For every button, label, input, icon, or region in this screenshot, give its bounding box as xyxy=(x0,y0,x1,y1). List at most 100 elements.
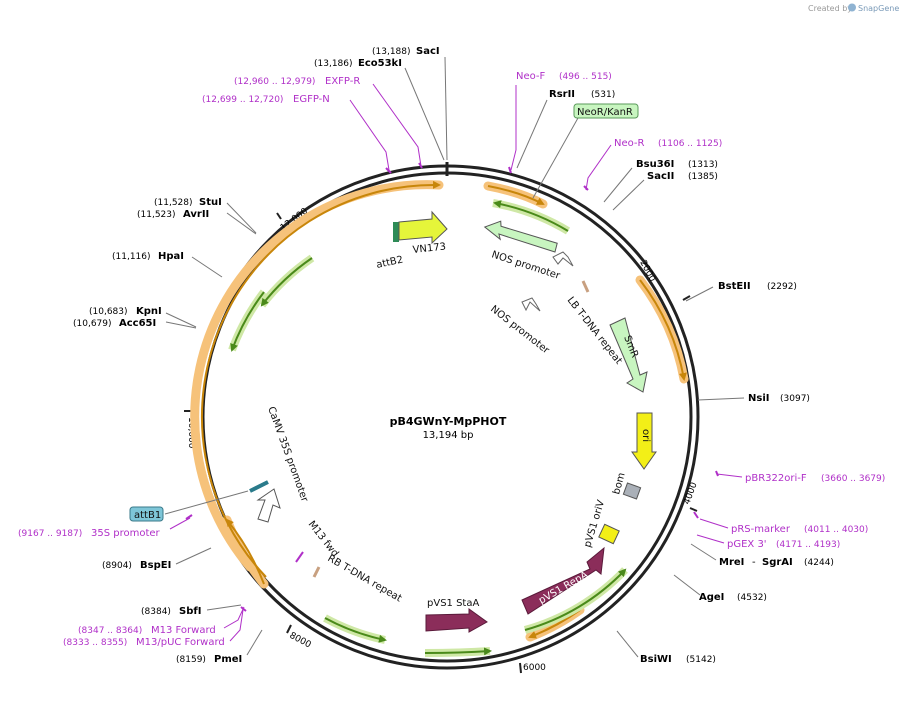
enzyme-stui-pos: (11,528) xyxy=(154,198,193,208)
enzyme-acc65i-pos: (10,679) xyxy=(73,319,112,329)
green-arc-left-glow xyxy=(228,289,268,352)
pvs1-oriv-label: pVS1 oriV xyxy=(582,499,607,549)
vn173-arrow xyxy=(398,210,448,245)
primer-egfpn-pos: (12,699 .. 12,720) xyxy=(202,95,283,105)
enzyme-nsii-name: NsiI xyxy=(748,393,769,404)
neof-leader xyxy=(510,85,517,171)
enzyme-leaders xyxy=(164,56,745,658)
bspei-leader xyxy=(175,547,212,565)
neor-mark xyxy=(583,185,589,191)
m13-mark xyxy=(240,606,247,612)
pvs1-staa-label: pVS1 StaA xyxy=(427,598,479,609)
attb1-inner-marker xyxy=(249,480,269,493)
enzyme-sacii-pos: (1385) xyxy=(688,172,718,182)
tick-4000-label: 4000 xyxy=(682,481,699,506)
enzyme-rsrii-name: RsrII xyxy=(549,89,575,100)
pvs1-oriv-box xyxy=(598,523,620,545)
neof-mark xyxy=(508,166,512,174)
orf-arc-right xyxy=(639,279,687,381)
primer-exfpr-name: EXFP-R xyxy=(325,76,360,87)
prsmarker-leader xyxy=(699,518,729,529)
credit-brand: SnapGene xyxy=(858,4,899,13)
egfpn-mark xyxy=(385,167,392,174)
enzyme-bsu36i-name: Bsu36I xyxy=(636,159,674,170)
primer-prsmarker-name: pRS-marker xyxy=(731,524,791,535)
enzyme-sgrai-name: SgrAI xyxy=(762,557,793,568)
attb2-label: attB2 xyxy=(375,255,404,271)
primer-labels: (12,960 .. 12,979) EXFP-R (12,699 .. 12,… xyxy=(18,71,885,648)
m13puc-leader xyxy=(229,609,244,642)
enzyme-acc65i-name: Acc65I xyxy=(119,318,156,329)
primer-m13puc-name: M13/pUC Forward xyxy=(136,637,225,648)
enzyme-sbfi-name: SbfI xyxy=(179,606,201,617)
primer-pgex3-name: pGEX 3' xyxy=(727,539,767,550)
primer-pbr322ori-pos: (3660 .. 3679) xyxy=(821,474,885,484)
exfpr-mark xyxy=(418,162,423,169)
green-arc-upperleft xyxy=(260,257,313,307)
nos-promoter-arrow xyxy=(483,220,558,253)
ori-arrow xyxy=(631,412,657,470)
eco53ki-leader xyxy=(404,67,445,161)
green-arc-lowerleft xyxy=(324,617,387,643)
enzyme-bspei-name: BspEI xyxy=(140,560,171,571)
m13-fwd-marker xyxy=(295,551,304,563)
primer-neof-pos: (496 .. 515) xyxy=(559,72,612,82)
m13-fwd-label: M13 fwd xyxy=(306,519,341,559)
enzyme-mrei-pos: (4244) xyxy=(804,558,834,568)
agei-leader xyxy=(673,574,701,596)
enzyme-bsteii-pos: (2292) xyxy=(767,282,797,292)
green-arc-top xyxy=(493,200,569,232)
neor-leader xyxy=(585,144,612,191)
primer-pgex3-pos: (4171 .. 4193) xyxy=(776,540,840,550)
neokan-label: NeoR/KanR xyxy=(577,107,633,118)
green-arc-bottomright xyxy=(524,568,627,631)
enzyme-bspei-pos: (8904) xyxy=(102,561,132,571)
primer-egfpn-name: EGFP-N xyxy=(293,94,330,105)
bsu36i-leader xyxy=(603,167,633,203)
primer-exfpr-pos: (12,960 .. 12,979) xyxy=(234,77,315,87)
ori-label: ori xyxy=(640,429,651,442)
nsii-leader xyxy=(697,397,745,401)
acc65i-leader xyxy=(165,321,197,329)
stui-leader xyxy=(226,202,257,234)
green-arc-bottom xyxy=(424,647,492,656)
attb1-label: attB1 xyxy=(134,510,161,521)
enzyme-avrii-name: AvrII xyxy=(183,209,209,220)
credit: Created by SnapGene xyxy=(808,3,899,13)
credit-prefix: Created by xyxy=(808,4,852,13)
bsiwi-leader xyxy=(616,630,639,658)
boxed-labels: NeoR/KanR attB1 xyxy=(129,103,639,522)
lb-repeat-marker xyxy=(581,280,590,293)
nos-promoter-label-1: NOS promoter xyxy=(490,249,562,282)
hpai-leader xyxy=(191,256,223,278)
enzyme-hpai-pos: (11,116) xyxy=(112,252,151,262)
primer-pbr322ori-name: pBR322ori-F xyxy=(745,473,807,484)
neokan-box xyxy=(573,103,639,119)
primer-leaders xyxy=(169,83,743,642)
green-arc-lowerleft-glow xyxy=(323,614,386,644)
sacii-leader xyxy=(612,179,645,211)
primer-m13puc-pos: (8333 .. 8355) xyxy=(63,638,127,648)
orf-arc-left xyxy=(200,180,441,578)
camv-arrow xyxy=(256,488,281,523)
rb-repeat-marker xyxy=(312,566,321,578)
primer-prsmarker-pos: (4011 .. 4030) xyxy=(804,525,868,535)
exfpr-leader xyxy=(372,83,422,167)
rb-repeat-label: RB T-DNA repeat xyxy=(326,553,404,604)
m13fwd-leader xyxy=(223,606,245,629)
primer-35s-name: 35S promoter xyxy=(91,528,161,539)
sacI-leader xyxy=(444,56,448,161)
smr-arrow xyxy=(609,317,648,393)
attb1-box xyxy=(129,506,164,522)
green-arc-upperleft-glow xyxy=(258,254,315,308)
enzyme-avrii-pos: (11,523) xyxy=(137,210,176,220)
nos-small-arrow-1 xyxy=(552,251,574,267)
prsmarker-mark xyxy=(693,511,699,519)
orf-arc-left-glow xyxy=(190,180,444,572)
sbfi-leader xyxy=(206,604,242,611)
map-title: pB4GWnY-MpPHOT xyxy=(390,415,507,428)
tick-2000-mark xyxy=(682,295,691,301)
green-arc-left xyxy=(230,291,265,352)
orf-arc-right-glow xyxy=(635,275,689,384)
